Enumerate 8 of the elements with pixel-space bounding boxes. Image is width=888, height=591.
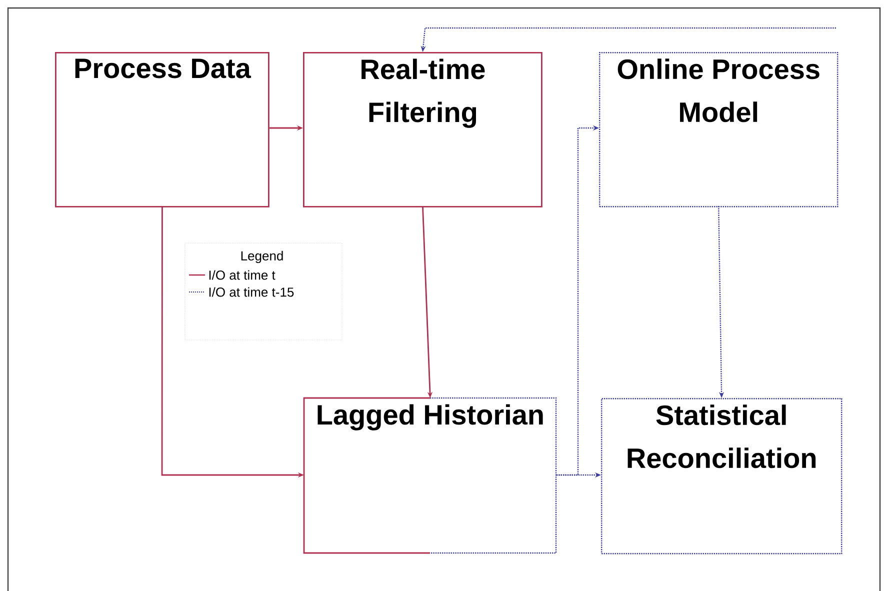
process-box: Real-time Filtering xyxy=(303,52,542,208)
process-box: Lagged Historian xyxy=(303,397,557,554)
process-box: Online Process Model xyxy=(599,52,838,208)
process-box: Statistical Reconciliation xyxy=(601,398,842,554)
legend-text: I/O at time t-15 xyxy=(209,287,294,297)
process-box: Process Data xyxy=(55,52,270,208)
legend-title: Legend xyxy=(241,250,283,264)
legend-text: I/O at time t xyxy=(209,270,276,280)
